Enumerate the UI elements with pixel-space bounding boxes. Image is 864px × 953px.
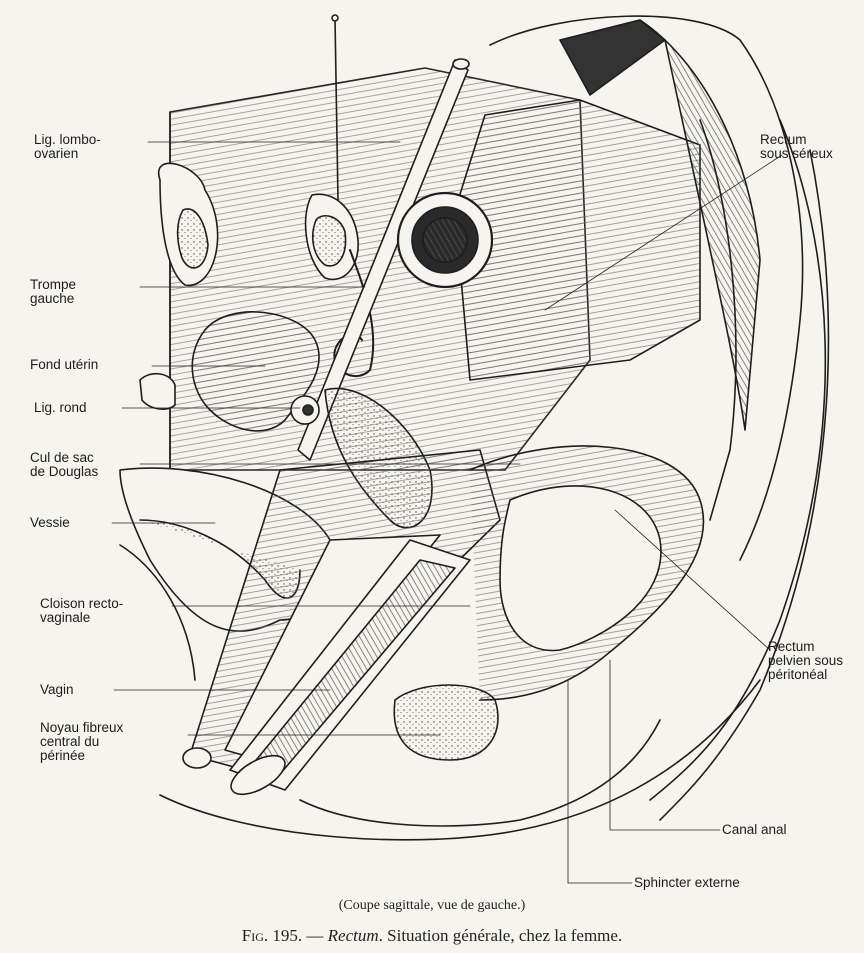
caption-subtitle: (Coupe sagittale, vue de gauche.) xyxy=(0,898,864,914)
caption-italic: Rectum xyxy=(328,926,379,945)
label-cul-de-sac-de-douglas: Cul de sac de Douglas xyxy=(30,451,98,479)
label-vessie: Vessie xyxy=(30,516,70,530)
label-vagin: Vagin xyxy=(40,683,74,697)
label-lig-rond: Lig. rond xyxy=(34,401,87,415)
caption-rest: . Situation générale, chez la femme. xyxy=(379,926,623,945)
label-sphincter-externe: Sphincter externe xyxy=(634,876,740,890)
round-ligament xyxy=(140,374,175,409)
label-rectum-sous-sereux: Rectum sous séreux xyxy=(760,133,833,161)
label-fond-uterin: Fond utérin xyxy=(30,358,98,372)
figure-caption: Fig. 195. — Rectum. Situation générale, … xyxy=(0,926,864,946)
perineal-body xyxy=(394,685,498,760)
label-noyau-fibreux: Noyau fibreux central du périnée xyxy=(40,721,123,763)
label-rectum-pelvien: Rectum pelvien sous péritonéal xyxy=(768,640,843,682)
caption-fig-number: Fig. 195. — xyxy=(242,926,324,945)
label-cloison-recto-vaginale: Cloison recto- vaginale xyxy=(40,597,123,625)
label-trompe-gauche: Trompe gauche xyxy=(30,278,76,306)
label-lig-lombo-ovarien: Lig. lombo- ovarien xyxy=(34,133,101,161)
label-canal-anal: Canal anal xyxy=(722,823,787,837)
sacrum-band xyxy=(560,20,665,95)
